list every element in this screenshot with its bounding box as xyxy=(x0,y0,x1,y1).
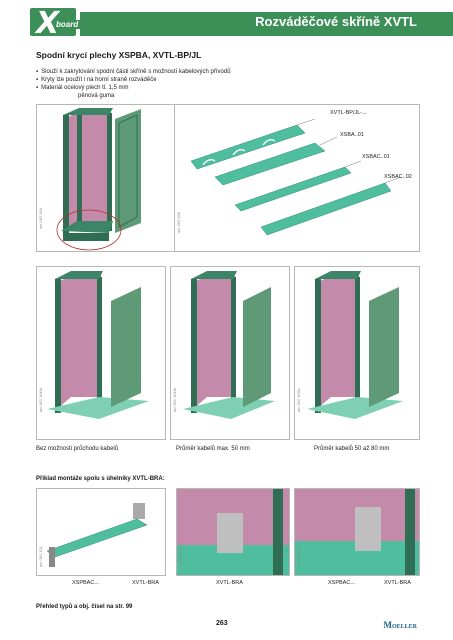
part-label-b: XSBA..01 xyxy=(340,132,364,138)
part-label-a: XVTL-BP/JL-... xyxy=(330,110,367,116)
photo-id: a/c 062 101 xyxy=(38,546,43,567)
part-label-c: XSBAC..01 xyxy=(362,154,390,160)
bullet-continuation: pěnová guma xyxy=(78,93,115,99)
cabinet-variant-3 xyxy=(294,266,420,440)
footer-note: Přehled typů a obj. čísel na str. 99 xyxy=(36,604,133,610)
photo-id: a/c 062 1/00b xyxy=(172,388,177,413)
logo-x-mark: X xyxy=(36,6,60,41)
mount-label: XSPBAC... xyxy=(72,580,99,586)
mount-photo-1-drawing xyxy=(46,503,148,567)
cabinet-photo xyxy=(36,104,176,252)
feature-list: Slouží k zakrytování spodní části skříně… xyxy=(36,68,231,100)
mount-photo-2-drawing xyxy=(177,489,289,575)
cabinet-drawing xyxy=(56,108,141,251)
part-label-d: XSBAC..02 xyxy=(384,174,412,180)
cabinet-variant-3-drawing xyxy=(307,271,403,419)
caption-variant-3: Průměr kabelů 50 až 80 mm xyxy=(314,446,390,452)
photo-id: a/c 062 1/00a xyxy=(38,388,43,413)
cover-plates-photo xyxy=(174,104,420,252)
mounting-heading: Příklad montáže spolu s úhelníky XVTL-BR… xyxy=(36,476,165,482)
bullet-item: Kryty lze použít i na horní straně rozvá… xyxy=(36,76,231,84)
cabinet-variant-1 xyxy=(36,266,166,440)
mount-photo-1 xyxy=(36,488,166,576)
photo-id: a/c 062 1/0 xyxy=(296,546,301,566)
page-number: 263 xyxy=(216,620,228,627)
caption-variant-1: Bez možnosti průchodu kabelů xyxy=(36,446,119,452)
photo-id: a/c 062 030 xyxy=(176,212,181,233)
cabinet-variant-2-drawing xyxy=(183,271,275,419)
moeller-logo: Moeller xyxy=(383,620,417,630)
logo-text: board xyxy=(54,20,81,29)
bullet-item: Slouží k zakrytování spodní části skříně… xyxy=(36,68,230,76)
cabinet-variant-2 xyxy=(170,266,290,440)
bullet-item: Materiál ocelový plech tl. 1,5 mm xyxy=(36,84,231,92)
cover-plates-drawing xyxy=(190,118,402,236)
mount-photo-3-drawing xyxy=(295,489,419,575)
mount-label: XSPBAC... xyxy=(328,580,355,586)
mount-photo-3 xyxy=(294,488,420,576)
page-title: Rozváděčové skříně XVTL xyxy=(255,14,417,29)
mount-photo-2 xyxy=(176,488,290,576)
mount-label: XVTL-BRA xyxy=(384,580,411,586)
photo-id: a/c 062 1/7 xyxy=(178,546,183,566)
mount-label: XVTL-BRA xyxy=(132,580,159,586)
caption-variant-2: Průměr kabelů max. 50 mm xyxy=(176,446,250,452)
photo-id: a/c 062 004 xyxy=(38,208,43,229)
cabinet-variant-1-drawing xyxy=(47,271,149,419)
section-title: Spodní krycí plechy XSPBA, XVTL-BP/JL xyxy=(36,50,202,60)
title-bar xyxy=(80,12,453,36)
photo-id: a/c 062 1/00c xyxy=(296,388,301,413)
mount-label: XVTL-BRA xyxy=(216,580,243,586)
